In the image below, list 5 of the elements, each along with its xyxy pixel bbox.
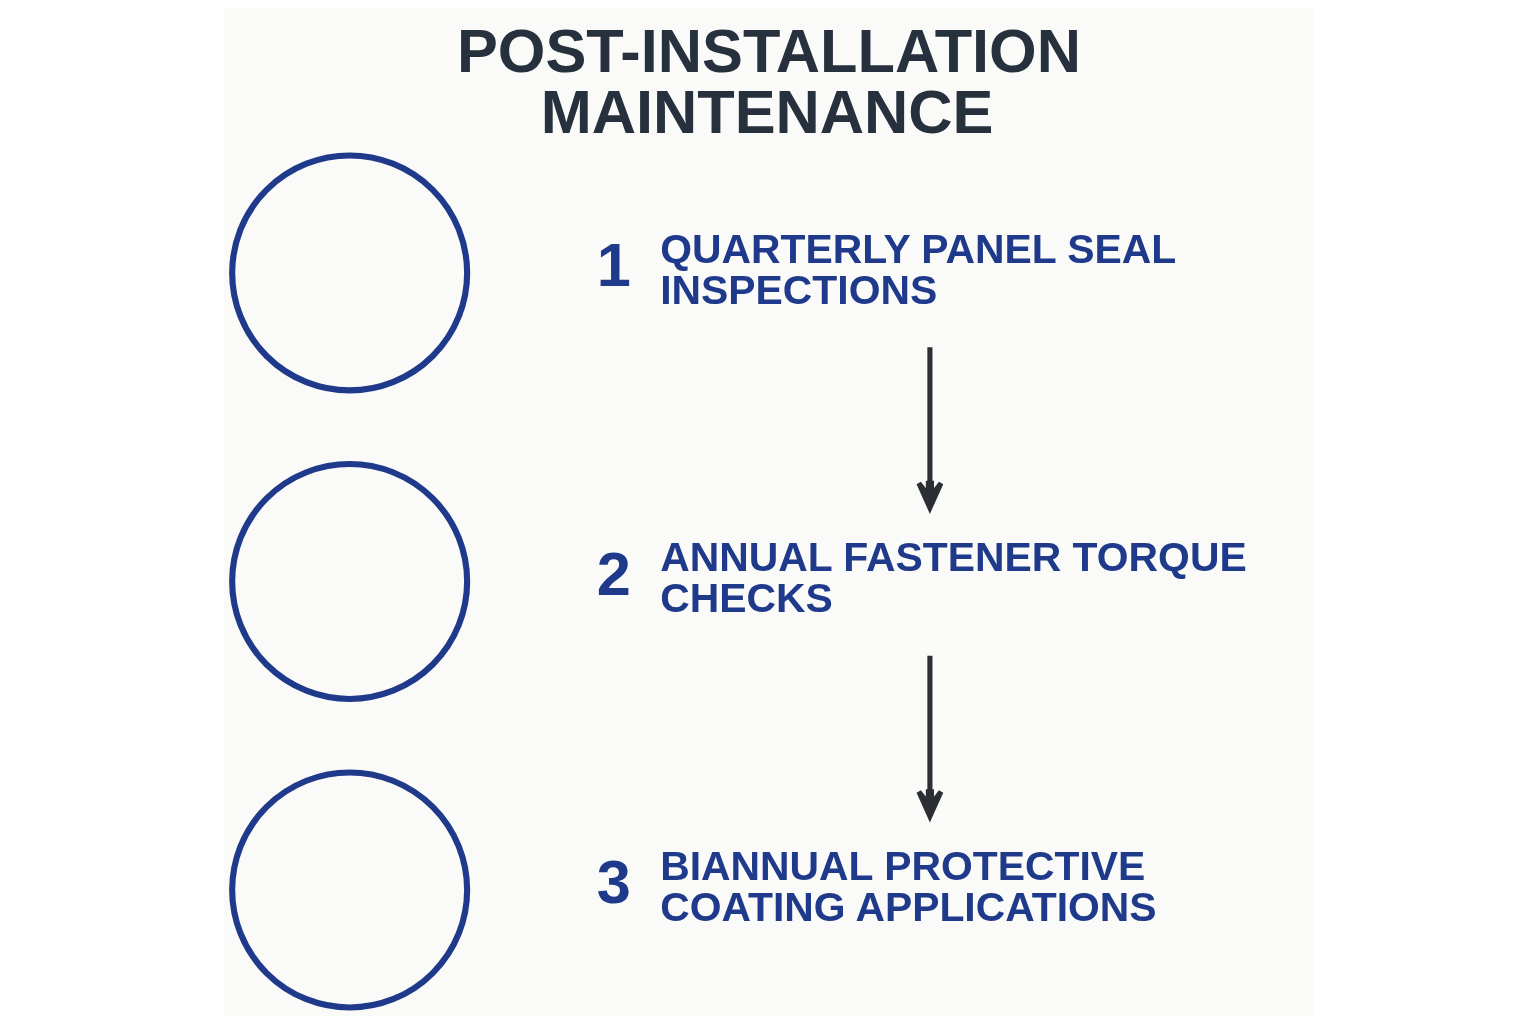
arrow [915, 347, 943, 511]
node-circle [228, 460, 470, 702]
diagram-title: POST-INSTALLATION MAINTENANCE [456, 16, 1081, 146]
node-circle [228, 769, 470, 1011]
node-circle [228, 152, 470, 394]
